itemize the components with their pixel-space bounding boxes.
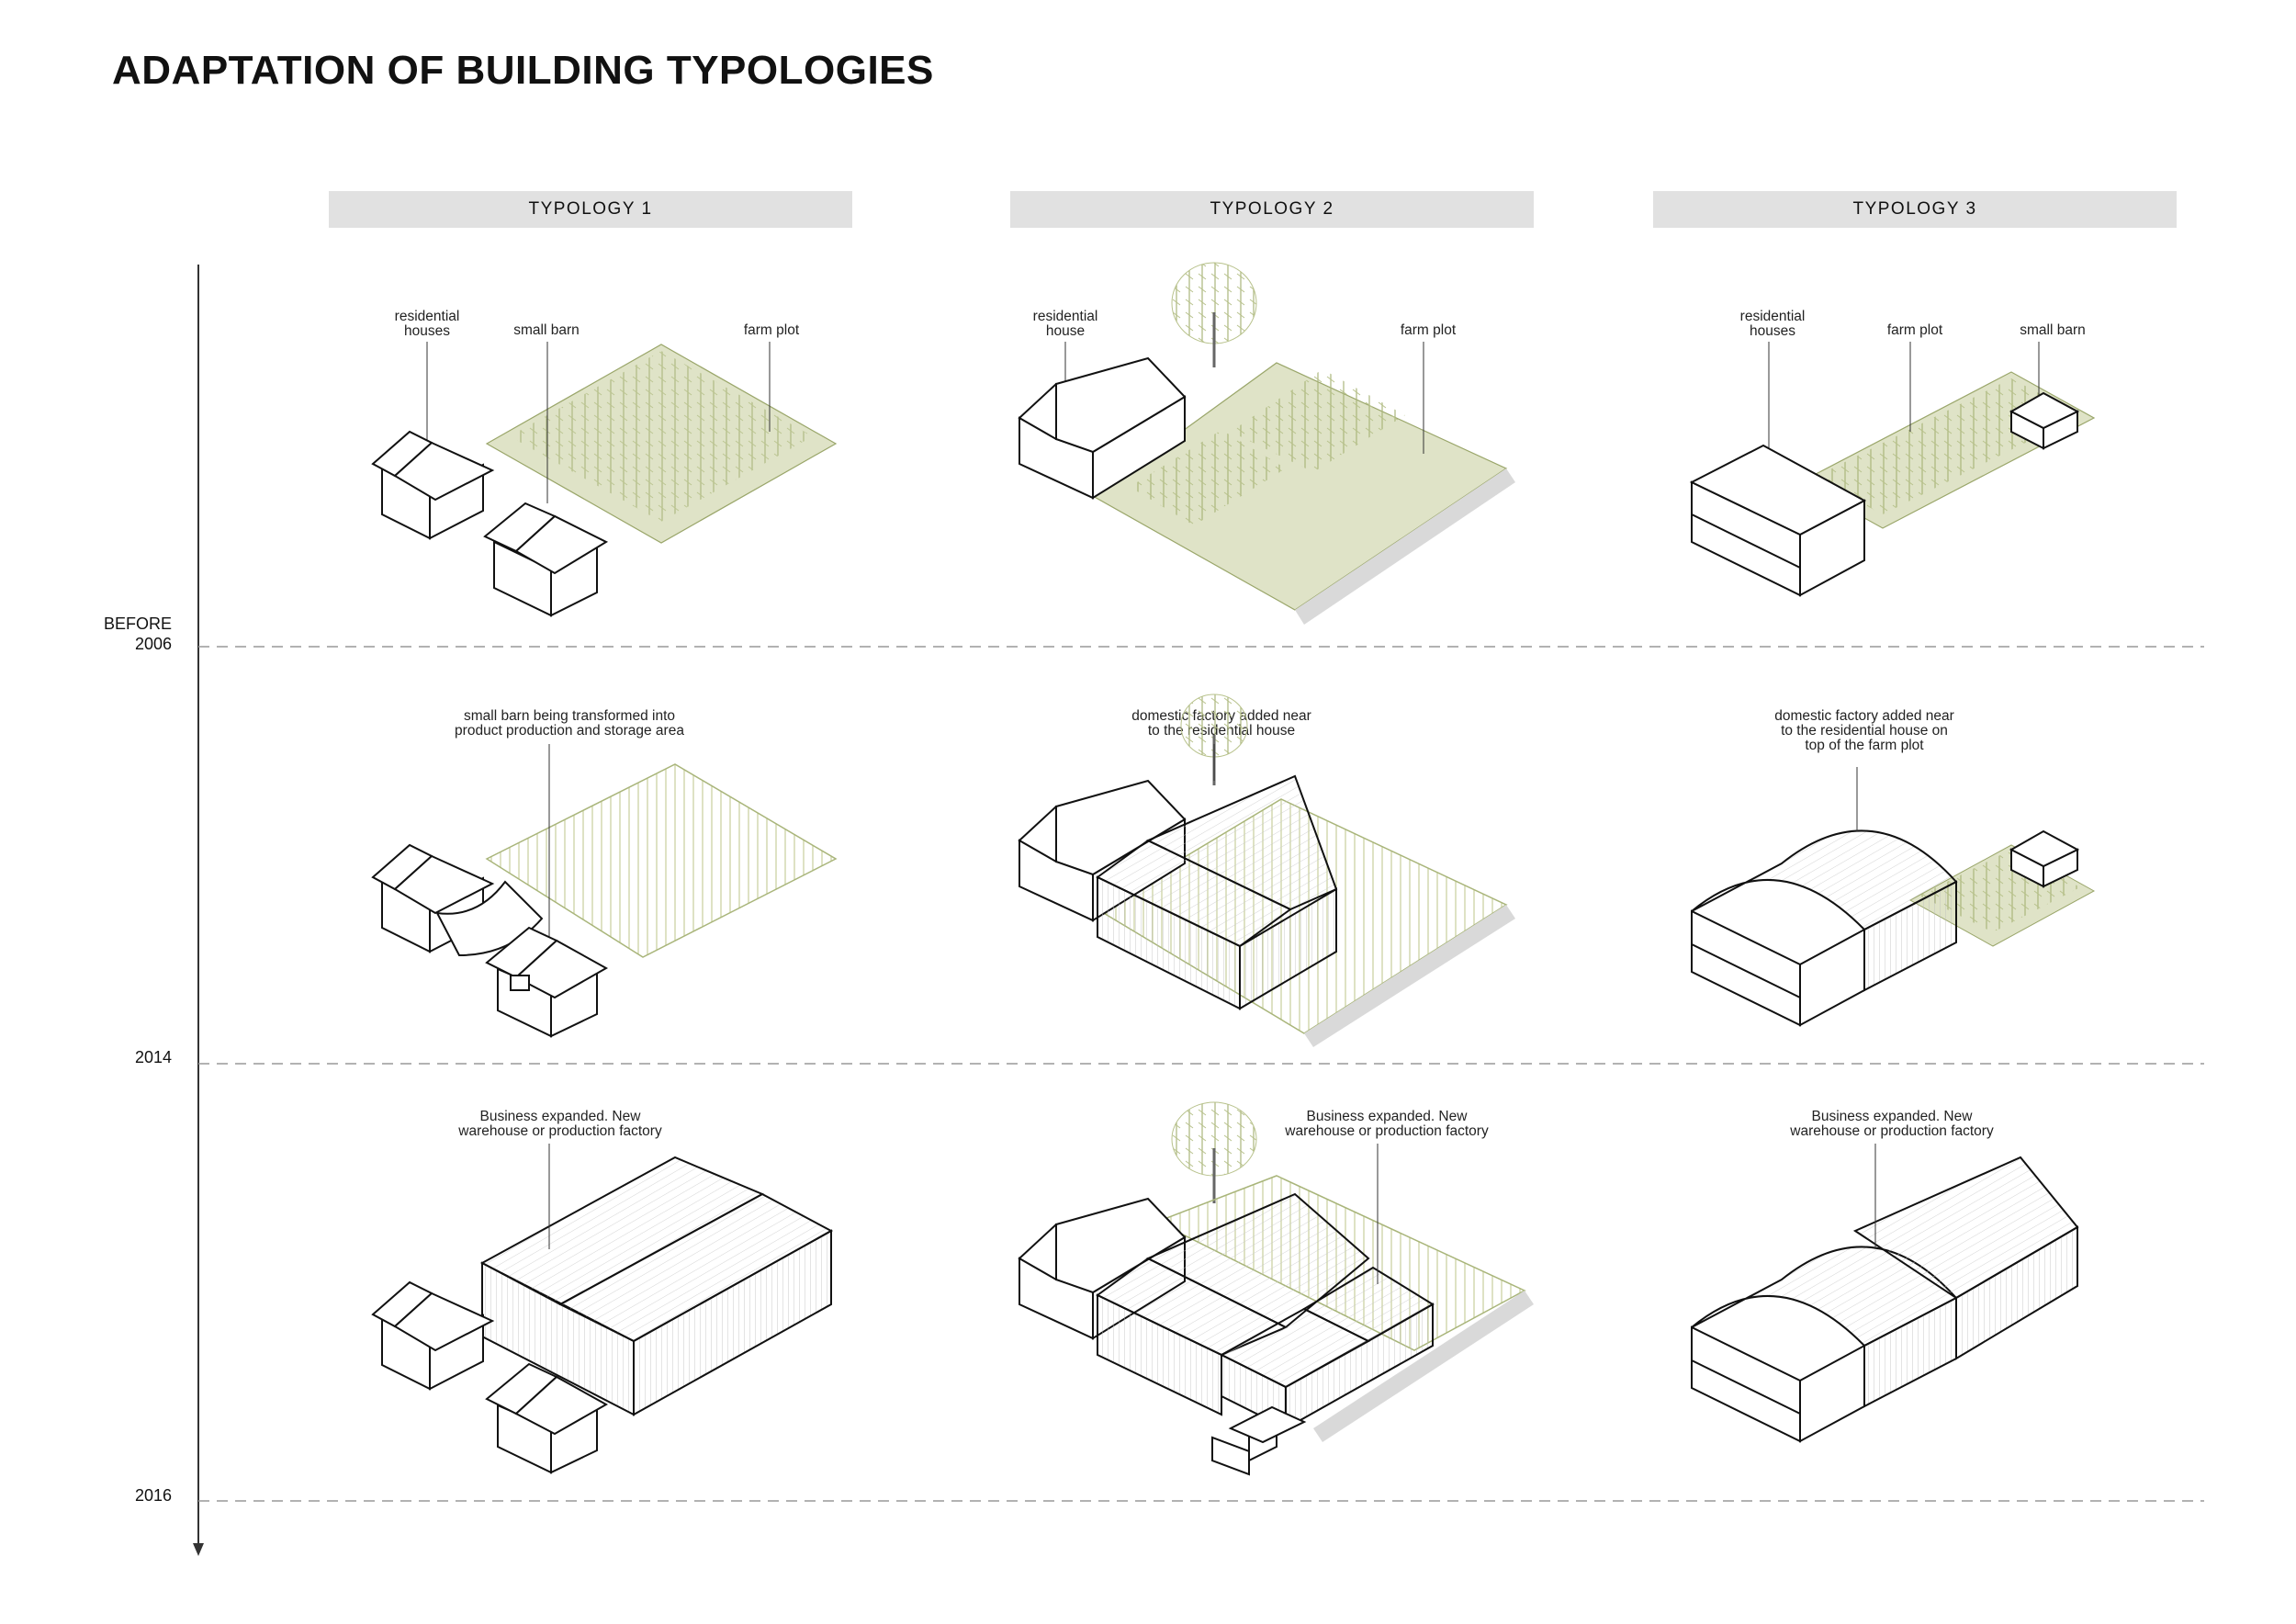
typology-1-header: TYPOLOGY 1 <box>329 191 852 228</box>
t1-row2-fence-plot <box>485 763 838 958</box>
t3-row2-residential-block <box>1691 909 1865 1027</box>
t1-row3-house-a <box>371 1280 495 1391</box>
t1-row2-canopy <box>435 880 544 957</box>
timeline-arrow <box>193 1543 204 1556</box>
timeline-before-label: BEFORE 2006 <box>104 614 172 654</box>
t3-row1-residential-block <box>1689 444 1867 597</box>
t1-row1-house-b <box>483 502 609 617</box>
t3-row2-greenhouse <box>1691 829 1958 992</box>
timeline-2016-label: 2016 <box>134 1486 172 1505</box>
t1-row3-warehouse <box>479 1156 834 1416</box>
t2-row3-truck <box>1211 1405 1307 1476</box>
t3-row3-warehouse <box>1852 1156 2079 1360</box>
page-title: ADAPTATION OF BUILDING TYPOLOGIES <box>112 48 934 93</box>
t2-row3-factory-a <box>1096 1192 1370 1416</box>
t1-row2-house-b <box>485 926 609 1038</box>
t2-row1-tree <box>1171 262 1257 367</box>
t3-row2-small-barn <box>2009 829 2080 888</box>
timeline-before-text: BEFORE <box>103 615 172 633</box>
t2-row3-tree <box>1171 1101 1257 1203</box>
t2-row1-house <box>1018 356 1187 500</box>
t2-row3-factory-b <box>1219 1266 1435 1430</box>
typology-3-header: TYPOLOGY 3 <box>1653 191 2177 228</box>
annot-t2-farm: farm plot <box>1400 322 1457 338</box>
annot-t1-barn: small barn <box>513 322 580 338</box>
t3-row3-residential-block <box>1691 1325 1865 1443</box>
t1-row3-house-b <box>485 1362 609 1474</box>
typology-2-header: TYPOLOGY 2 <box>1010 191 1534 228</box>
annot-t3-barn: small barn <box>2020 322 2086 338</box>
t2-row1-farm-plot <box>1091 362 1515 625</box>
annot-t3-farm: farm plot <box>1886 322 1943 338</box>
t3-row1-small-barn <box>2009 391 2080 450</box>
t2-row2-factory <box>1096 774 1338 1010</box>
timeline-2014-label: 2014 <box>134 1048 172 1066</box>
t1-row1-farm-plot <box>485 344 838 544</box>
timeline-2006-text: 2006 <box>134 635 172 653</box>
annot-t1-farm: farm plot <box>743 322 800 338</box>
t1-row1-house-a <box>371 430 495 540</box>
